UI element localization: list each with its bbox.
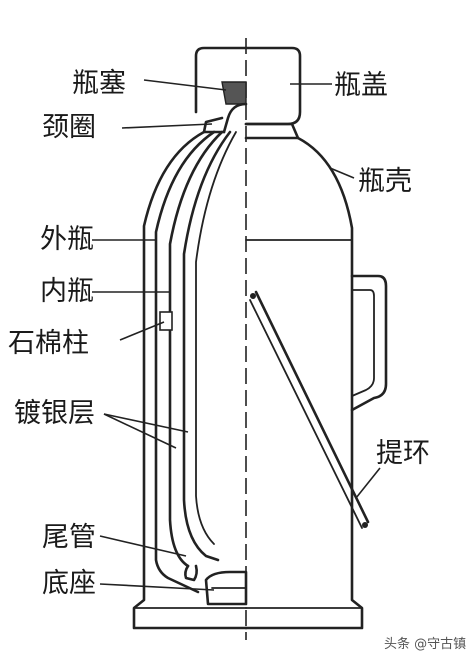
leader-handle bbox=[355, 467, 381, 499]
leader-stopper bbox=[143, 79, 227, 91]
side-handle-inner bbox=[351, 289, 375, 397]
inner-bottle-inner-wall bbox=[182, 130, 232, 562]
label-stopper: 瓶塞 bbox=[72, 68, 126, 99]
leader-lines bbox=[92, 79, 381, 591]
watermark: 头条 @守古镇 bbox=[384, 636, 466, 652]
bail-handle bbox=[254, 290, 370, 524]
label-outer-bottle: 外瓶 bbox=[40, 224, 94, 255]
base-seat bbox=[204, 570, 248, 606]
label-tail-tube: 尾管 bbox=[42, 522, 96, 553]
leader-asbestos-post bbox=[119, 321, 165, 341]
cap-outline bbox=[244, 46, 302, 126]
label-asbestos-post: 石棉柱 bbox=[8, 328, 89, 359]
label-cap: 瓶盖 bbox=[334, 70, 388, 101]
label-inner-bottle: 内瓶 bbox=[40, 276, 94, 307]
label-handle: 提环 bbox=[376, 438, 430, 469]
shell-outline-left bbox=[132, 130, 248, 630]
label-shell: 瓶壳 bbox=[358, 166, 412, 197]
asbestos-post bbox=[159, 311, 173, 331]
leader-collar bbox=[121, 123, 213, 129]
tail-tube bbox=[184, 564, 198, 582]
leader-base bbox=[99, 583, 215, 591]
leader-shell bbox=[329, 167, 355, 179]
label-base: 底座 bbox=[42, 568, 96, 599]
thermos-section-half bbox=[132, 46, 248, 630]
bail-handle-edge bbox=[249, 299, 363, 529]
neck-wall bbox=[222, 102, 248, 134]
label-silver-layer: 镀银层 bbox=[14, 398, 95, 429]
leader-silver-a bbox=[103, 413, 177, 449]
thermos-exterior-half bbox=[244, 46, 388, 630]
outer-bottle-wall bbox=[154, 130, 216, 594]
label-collar: 颈圈 bbox=[42, 112, 96, 143]
stopper-block bbox=[221, 81, 247, 105]
leader-silver-b bbox=[103, 413, 189, 433]
shell-outline bbox=[244, 136, 364, 630]
leader-tail-tube bbox=[99, 535, 187, 557]
inner-vessel-cavity bbox=[195, 131, 237, 545]
neck-ring bbox=[244, 122, 300, 140]
cap-outline-left bbox=[194, 46, 248, 114]
side-handle bbox=[350, 274, 388, 412]
